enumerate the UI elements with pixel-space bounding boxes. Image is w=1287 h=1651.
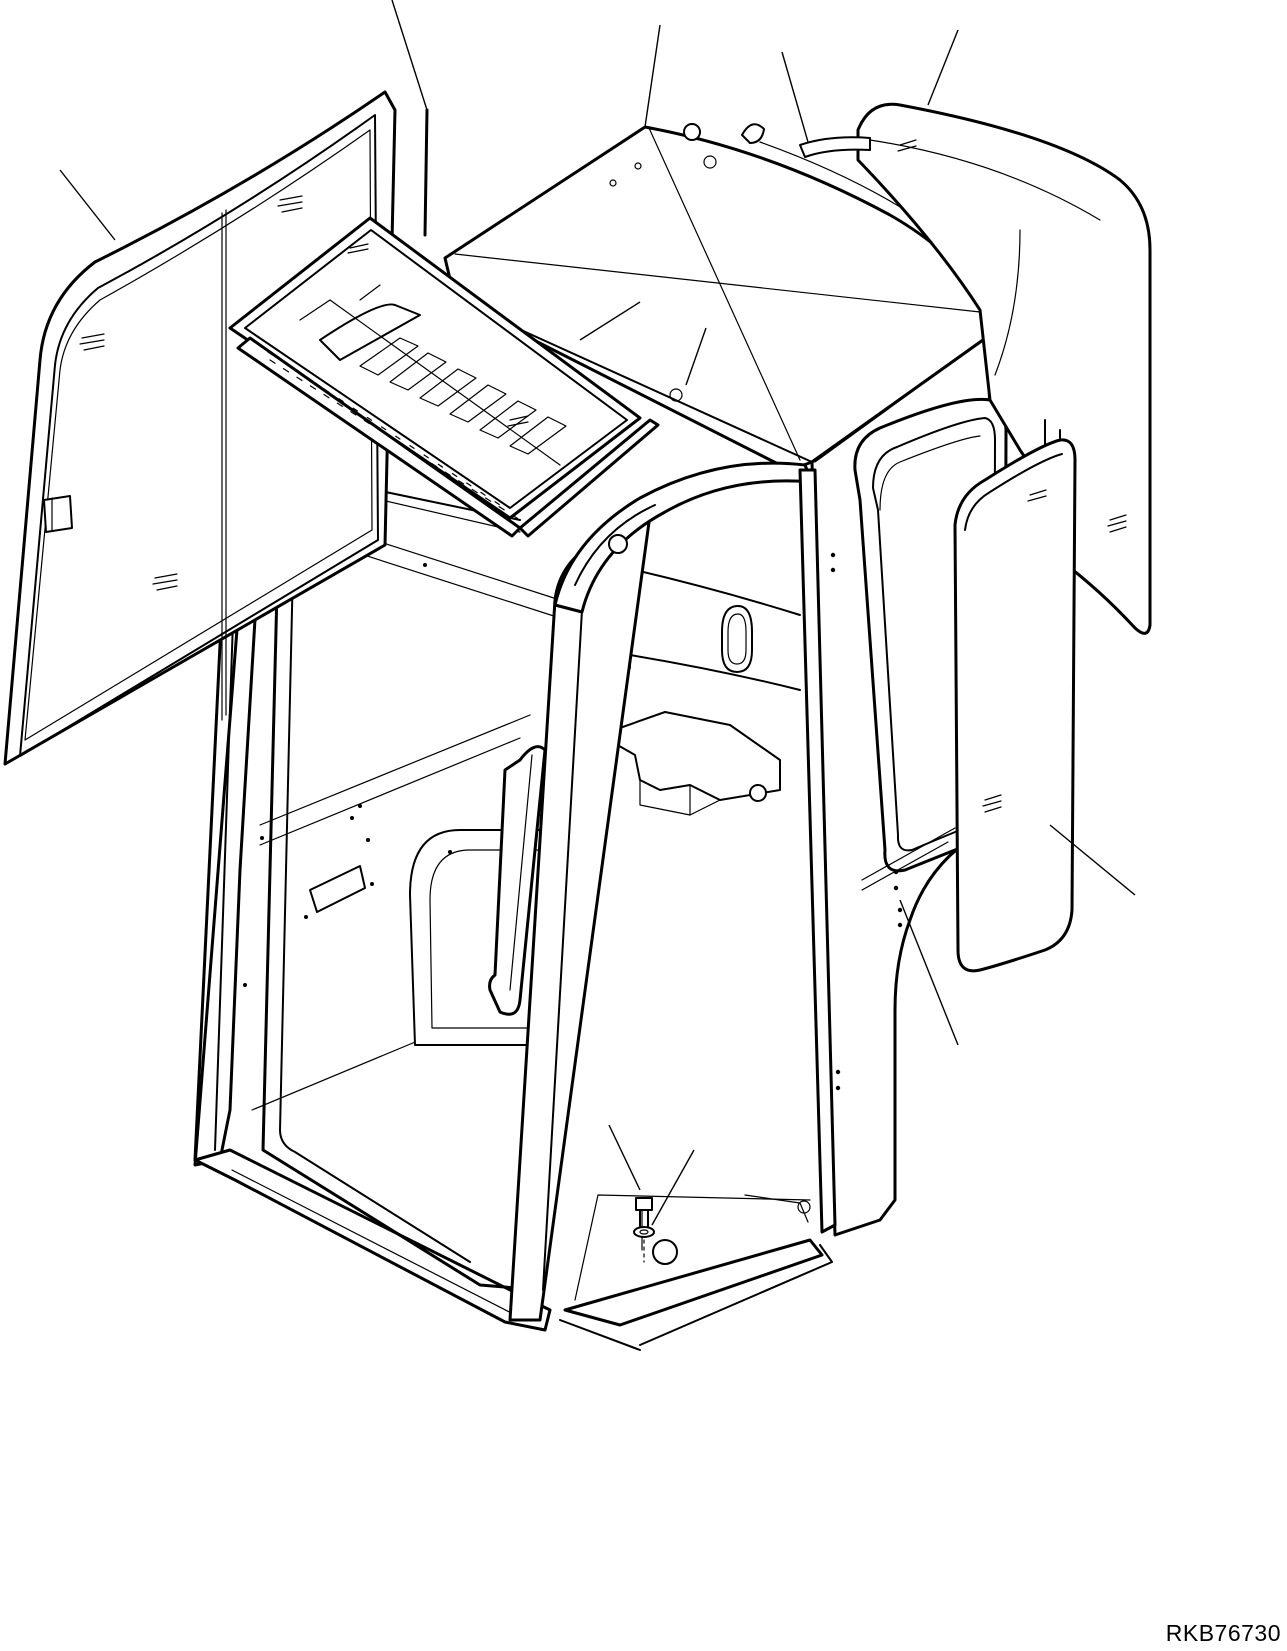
leader-lines bbox=[60, 0, 1135, 1225]
cab-front-frame bbox=[195, 400, 812, 1330]
cab-door-right bbox=[560, 470, 835, 1350]
front-window-left bbox=[5, 92, 395, 764]
drawing-number: RKB76730 bbox=[1165, 1620, 1281, 1646]
roof-hatch-assembly bbox=[230, 218, 658, 536]
floor-bolt bbox=[634, 1198, 654, 1262]
window-seal-strip bbox=[425, 110, 427, 235]
rear-window bbox=[800, 104, 1150, 665]
right-side-window bbox=[955, 440, 1075, 971]
